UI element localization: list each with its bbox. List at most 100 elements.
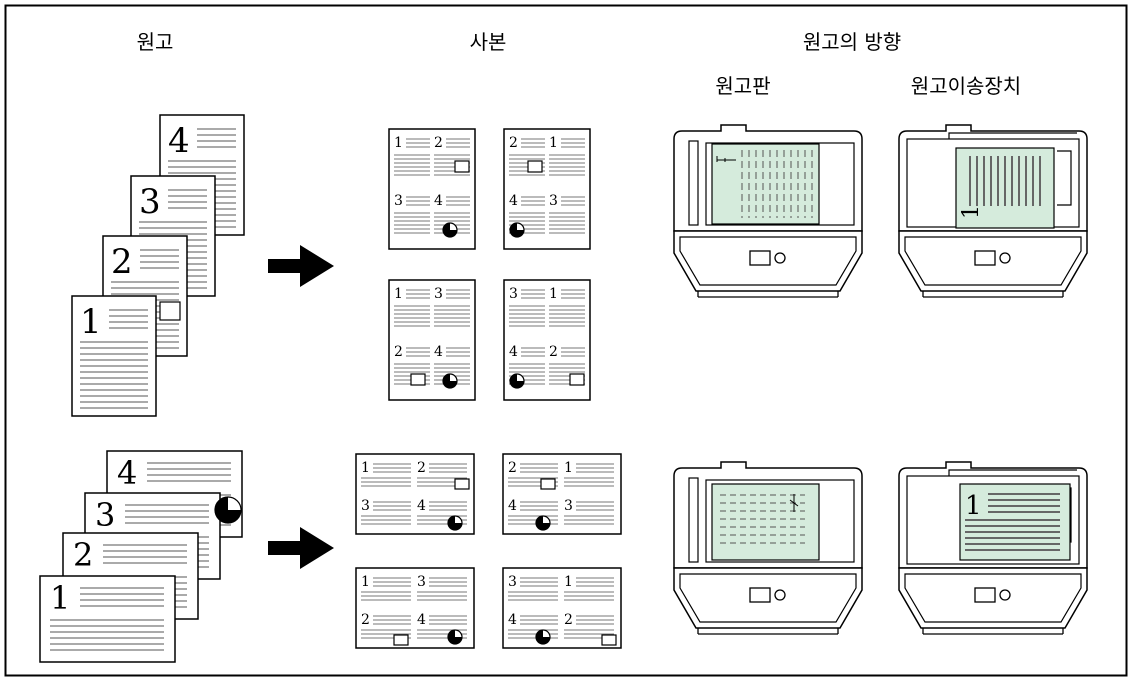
page-number: 1 <box>80 302 102 342</box>
page-number: 1 <box>361 574 370 590</box>
button-icon <box>774 252 786 264</box>
box-icon <box>569 373 585 386</box>
button-icon <box>999 589 1011 601</box>
copy-sheet-outline <box>502 567 622 649</box>
machines-group: 11 <box>673 124 1088 635</box>
box-icon <box>540 478 556 490</box>
page-number: 3 <box>508 574 517 590</box>
page-number: 4 <box>508 612 517 628</box>
mirror-number-mark <box>716 156 736 162</box>
page-sheet <box>39 575 176 663</box>
feeder-original-portrait: 1 <box>955 147 1055 229</box>
box-icon <box>601 634 617 646</box>
page-number: 2 <box>361 612 370 628</box>
platen-original-landscape <box>711 483 820 561</box>
page-number: 2 <box>394 344 403 360</box>
display-icon <box>749 587 771 603</box>
copy-sheet-portrait: 1 2 3 4 <box>388 128 476 250</box>
original-sheet <box>711 143 820 225</box>
copy-sheet-portrait: 1 3 2 4 <box>388 279 476 401</box>
pie-fill <box>448 630 462 644</box>
mirror-number-mark <box>789 494 799 512</box>
button-icon <box>774 589 786 601</box>
page-number: 4 <box>417 498 426 514</box>
page-number: 3 <box>434 286 443 302</box>
machine-panel <box>679 236 857 286</box>
page-number: 3 <box>549 193 558 209</box>
machine-panel <box>904 573 1082 623</box>
page-number: 3 <box>139 182 161 222</box>
box-icon <box>159 301 181 321</box>
page-number: 3 <box>564 498 573 514</box>
pie-fill <box>443 223 457 237</box>
header-orientation: 원고의 방향 <box>803 30 901 54</box>
page-number: 4 <box>417 612 426 628</box>
box-icon <box>393 634 409 646</box>
original-sheet <box>959 483 1071 561</box>
display-icon <box>749 250 771 266</box>
machine-panel <box>679 573 857 623</box>
box-icon <box>454 160 470 173</box>
display-icon <box>974 587 996 603</box>
page-number: 1 <box>549 286 558 302</box>
header-copies: 사본 <box>470 30 507 54</box>
page-number: 2 <box>549 344 558 360</box>
pie-fill <box>536 516 550 530</box>
pie-fill <box>510 223 524 237</box>
page-number: 2 <box>111 242 133 282</box>
page-number: 1 <box>50 579 70 617</box>
arrow-icon <box>268 527 334 569</box>
page-number: 1 <box>965 491 982 521</box>
feeder-tray <box>948 469 1077 476</box>
platen-original-portrait <box>711 143 820 225</box>
page-number: 3 <box>417 574 426 590</box>
page-number: 2 <box>417 460 426 476</box>
page-number: 4 <box>509 344 518 360</box>
diagram-border <box>4 4 1128 677</box>
pie-fill <box>536 630 550 644</box>
page-number: 3 <box>95 496 115 534</box>
feeder-guide <box>1057 150 1072 206</box>
page-number: 4 <box>168 121 190 161</box>
page-number: 4 <box>508 498 517 514</box>
page-number: 1 <box>959 205 984 219</box>
button-icon <box>999 252 1011 264</box>
page-number: 2 <box>73 536 93 574</box>
page-number: 2 <box>434 135 443 151</box>
page-number: 2 <box>564 612 573 628</box>
page-number: 3 <box>394 193 403 209</box>
platen-edge <box>688 140 699 226</box>
page-number: 1 <box>361 460 370 476</box>
header-feeder: 원고이송장치 <box>911 74 1021 98</box>
page-number: 1 <box>564 574 573 590</box>
box-icon <box>454 478 470 490</box>
original-page-1: 1 <box>39 575 176 663</box>
display-icon <box>974 250 996 266</box>
machine-panel <box>904 236 1082 286</box>
page-number: 1 <box>394 286 403 302</box>
page-number: 1 <box>394 135 403 151</box>
box-icon <box>410 373 426 386</box>
original-page-1: 1 <box>71 295 157 417</box>
feeder-tray <box>948 132 1077 139</box>
page-number: 1 <box>564 460 573 476</box>
pie-fill <box>215 497 241 523</box>
page-number: 2 <box>509 135 518 151</box>
page-number: 4 <box>434 193 443 209</box>
pie-fill <box>443 374 457 388</box>
page-number: 4 <box>434 344 443 360</box>
copy-sheet-landscape: 1 3 2 4 <box>355 567 475 649</box>
feeder-original-landscape: 1 <box>959 483 1071 561</box>
page-number: 1 <box>549 135 558 151</box>
box-icon <box>527 160 543 173</box>
header-original: 원고 <box>137 30 174 54</box>
page-number: 4 <box>509 193 518 209</box>
pie-fill <box>510 374 524 388</box>
